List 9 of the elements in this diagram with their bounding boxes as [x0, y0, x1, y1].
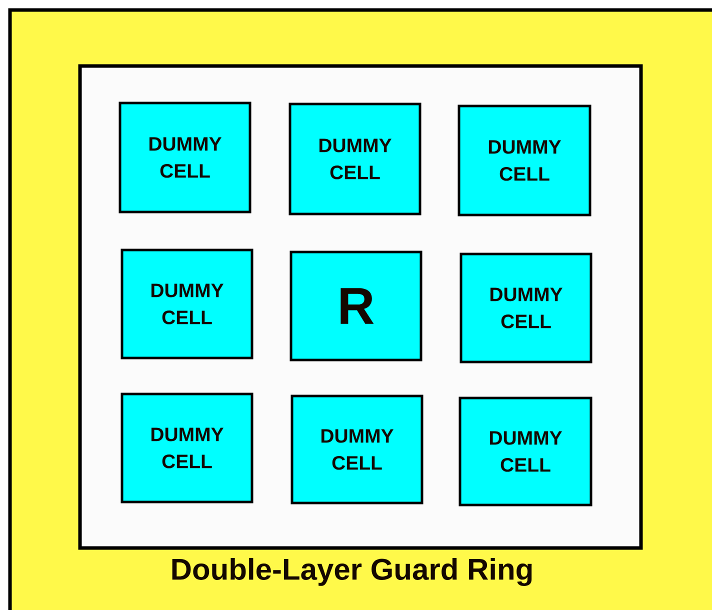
dummy-cell: DUMMY CELL	[458, 396, 592, 506]
dummy-cell: DUMMY CELL	[118, 102, 252, 214]
dummy-cell: DUMMY CELL	[288, 102, 422, 216]
dummy-cell: DUMMY CELL	[460, 252, 592, 364]
resistor-cell: R	[290, 250, 422, 362]
dummy-cell: DUMMY CELL	[120, 392, 254, 504]
dummy-cell: DUMMY CELL	[120, 248, 254, 360]
dummy-cell: DUMMY CELL	[458, 104, 592, 216]
dummy-cell: DUMMY CELL	[290, 394, 424, 504]
